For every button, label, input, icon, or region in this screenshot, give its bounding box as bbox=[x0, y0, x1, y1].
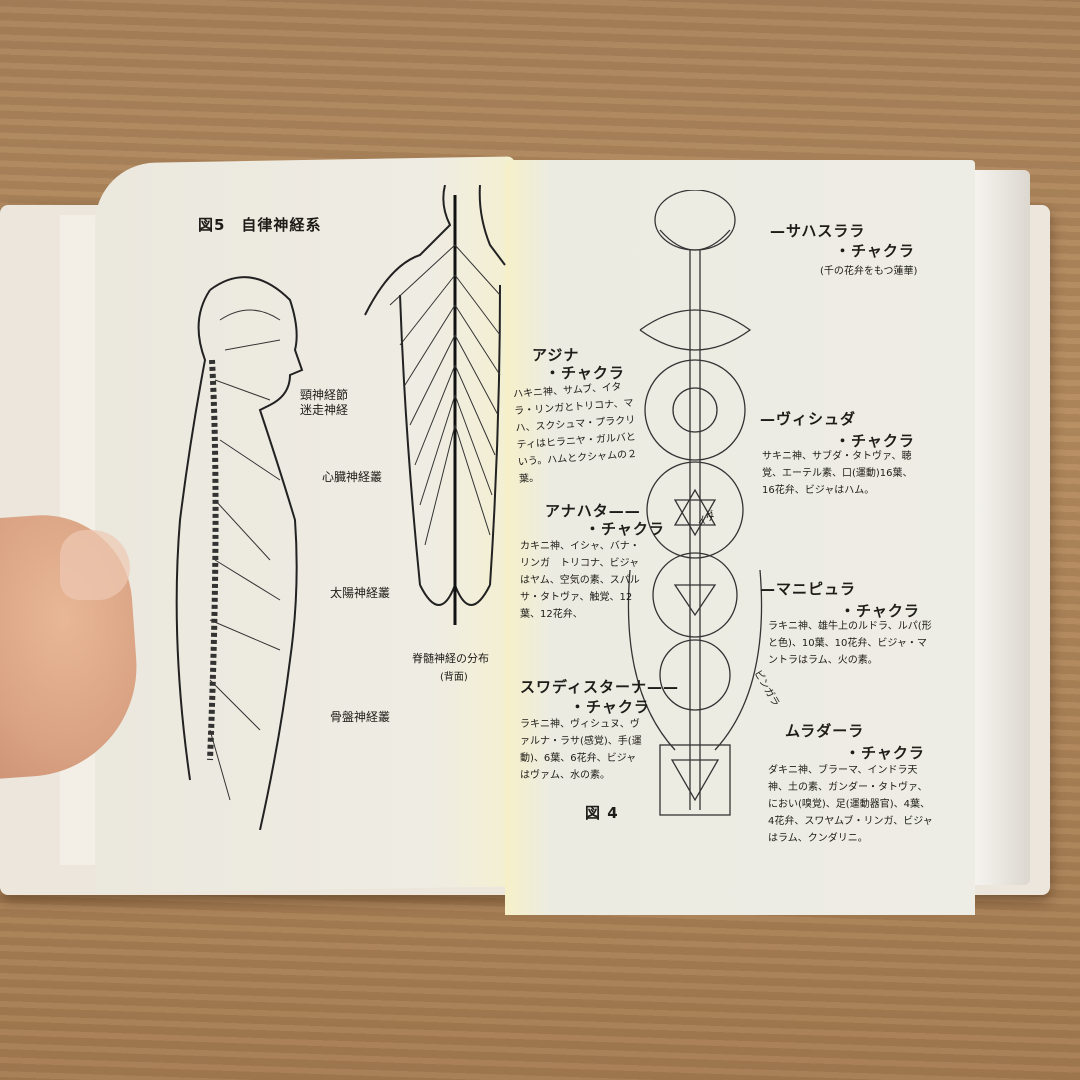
chakra-manipura-suffix: ・チャクラ bbox=[840, 602, 920, 620]
spine-caption-sub: (背面) bbox=[440, 672, 468, 683]
chakra-sahasrara-suffix: ・チャクラ bbox=[835, 242, 915, 260]
chakra-vishuddha-suffix: ・チャクラ bbox=[835, 432, 915, 450]
chakra-svadhisthana-name: スワディスターナ—— bbox=[520, 678, 679, 696]
chakra-vishuddha-desc: サキニ神、サブダ・タトヴァ、聴覚、エーテル素、口(運動)16葉、16花弁、ビジャ… bbox=[762, 451, 913, 496]
chakra-svadhisthana-desc: ラキニ神、ヴィシュヌ、ヴァルナ・ラサ(感覚)、手(運動)、6葉、6花弁、ビジャは… bbox=[520, 719, 642, 781]
label-pelvic-plexus: 骨盤神経叢 bbox=[330, 710, 391, 724]
figure-number: 図 4 bbox=[585, 804, 619, 822]
figure-title: 図5 自律神経系 bbox=[198, 216, 322, 234]
chakra-manipura-name: —マニピュラ bbox=[760, 580, 857, 598]
chakra-svadhisthana-suffix: ・チャクラ bbox=[570, 698, 650, 716]
label-vagus-nerve: 迷走神経 bbox=[300, 403, 349, 417]
chakra-manipura-desc: ラキニ神、雄牛上のルドラ、ルパ(形と色)、10葉、10花弁、ビジャ・マントラはラ… bbox=[768, 621, 932, 666]
chakra-muladhara-name: ムラダーラ bbox=[785, 722, 865, 740]
spine-caption: 脊髄神経の分布 bbox=[412, 652, 489, 665]
chakra-anahata-name: アナハタ—— bbox=[545, 502, 641, 520]
nervous-system-side-illustration bbox=[175, 276, 304, 830]
chakra-anahata-desc: カキニ神、イシャ、バナ・リンガ トリコナ、ビジャはヤム、空気の素、スパルサ・タト… bbox=[520, 541, 640, 620]
chakra-ajna-name: アジナ bbox=[532, 346, 580, 364]
label-cervical-ganglion: 頸神経節 bbox=[300, 388, 349, 402]
chakra-anahata-suffix: ・チャクラ bbox=[585, 520, 665, 538]
chakra-column-illustration bbox=[627, 190, 763, 816]
chakra-ajna-suffix: ・チャクラ bbox=[545, 364, 625, 382]
page-stack-right bbox=[975, 170, 1030, 885]
spinal-nerves-back-illustration bbox=[364, 185, 506, 625]
label-solar-plexus: 太陽神経叢 bbox=[330, 586, 391, 600]
chakra-sahasrara-name: —サハスララ bbox=[770, 222, 866, 240]
label-cardiac-plexus: 心臓神経叢 bbox=[322, 470, 383, 484]
thumbnail bbox=[60, 530, 130, 600]
chakra-muladhara-suffix: ・チャクラ bbox=[845, 744, 925, 762]
right-page bbox=[505, 160, 975, 915]
chakra-vishuddha-name: —ヴィシュダ bbox=[760, 410, 857, 428]
chakra-muladhara-desc: ダキニ神、ブラーマ、インドラ天神、土の素、ガンダー・タトヴァ、におい(嗅覚)、足… bbox=[768, 765, 933, 844]
chakra-ajna-desc: ハキニ神、サムブ、イタラ・リンガとトリコナ、マハ、スクシュマ・プラクリティはヒラ… bbox=[512, 381, 638, 486]
chakra-sahasrara-desc: (千の花弁をもつ蓮華) bbox=[820, 266, 918, 277]
